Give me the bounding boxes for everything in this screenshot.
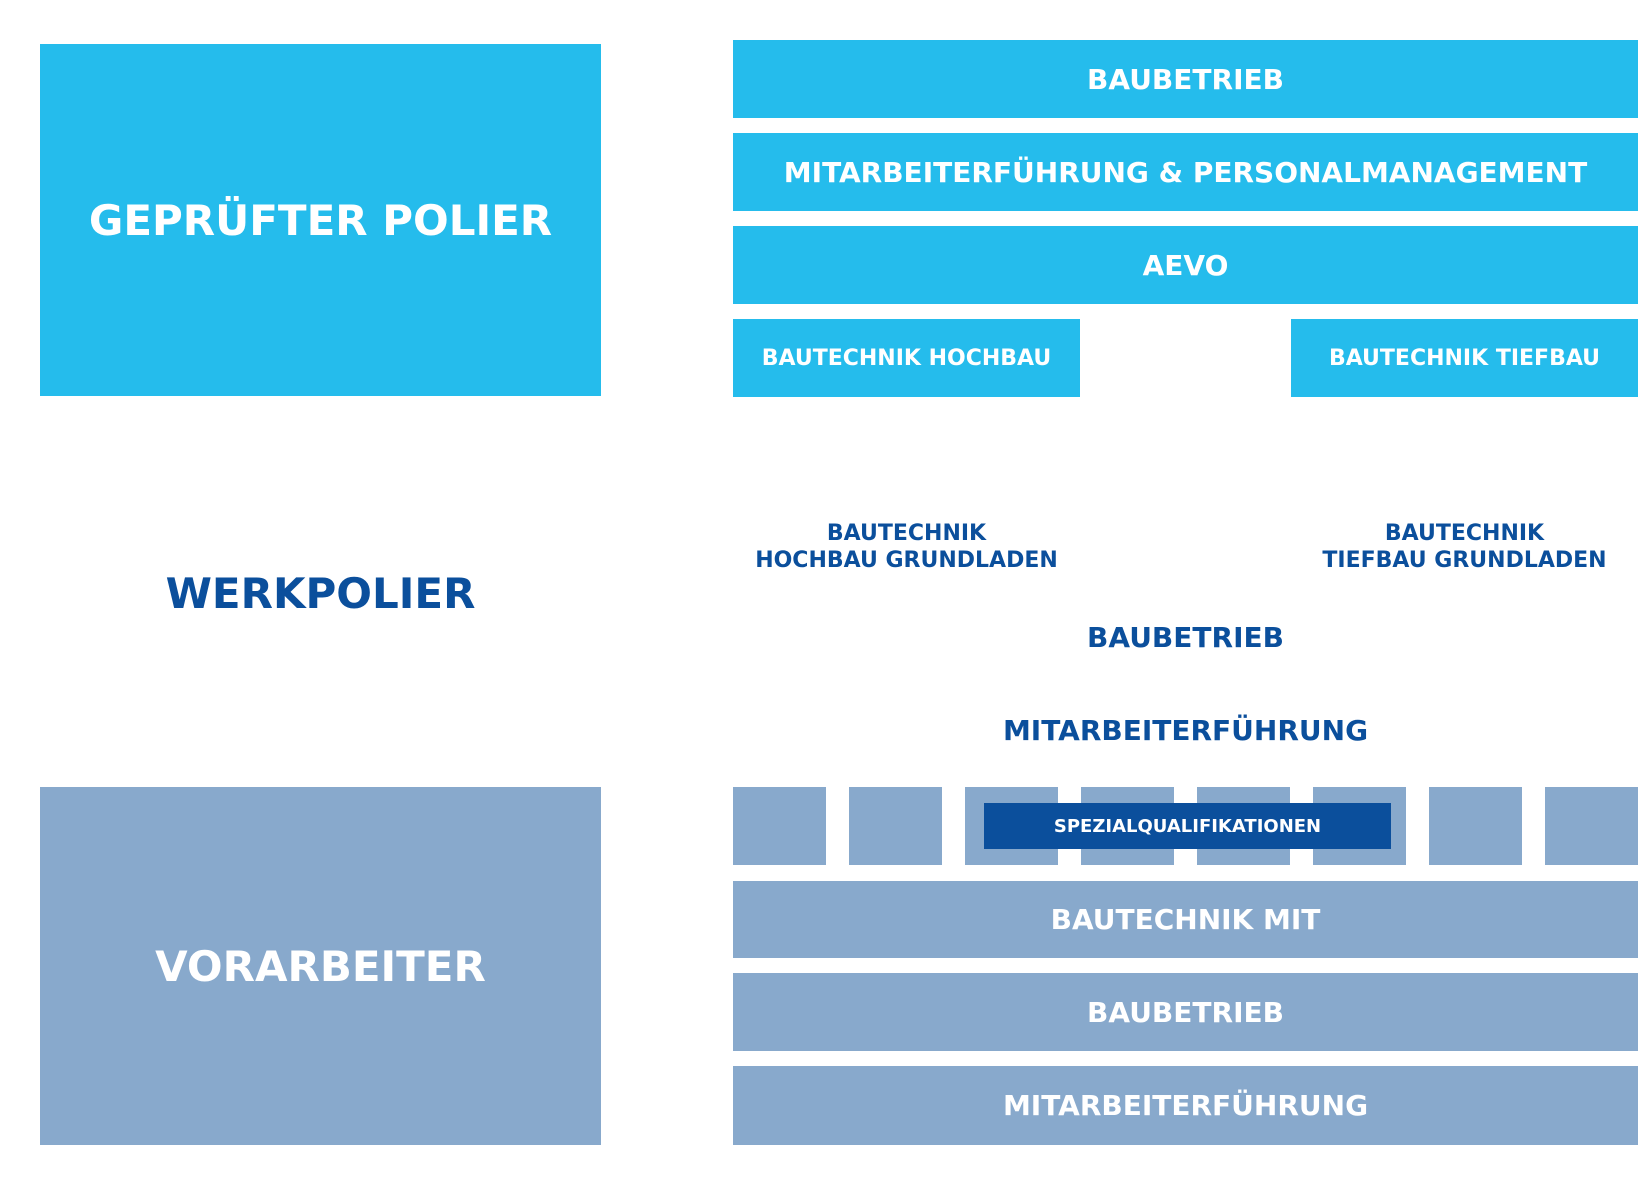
- module-werkpolier-mitarbeiterfuehrung: MITARBEITERFÜHRUNG: [1002, 713, 1369, 747]
- module-polier-bautechnik-hochbau: BAUTECHNIK HOCHBAU: [733, 319, 1080, 397]
- module-vorarbeiter-baubetrieb: BAUBETRIEB: [733, 973, 1638, 1051]
- module-polier-bautechnik-tiefbau: BAUTECHNIK TIEFBAU: [1291, 319, 1638, 397]
- module-werkpolier-hochbau-line1: BAUTECHNIK: [826, 521, 987, 546]
- module-polier-baubetrieb: BAUBETRIEB: [733, 40, 1638, 118]
- module-vorarbeiter-mitarbeiterfuehrung: MITARBEITERFÜHRUNG: [733, 1066, 1638, 1145]
- spezial-tile: [733, 787, 826, 865]
- spezial-tile: [849, 787, 942, 865]
- module-werkpolier-tiefbau-line2: TIEFBAU GRUNDLADEN: [1322, 548, 1607, 573]
- level-gepruefter-polier: GEPRÜFTER POLIER: [40, 44, 601, 396]
- module-werkpolier-tiefbau-line1: BAUTECHNIK: [1384, 521, 1545, 546]
- level-werkpolier: WERKPOLIER: [165, 568, 476, 618]
- module-werkpolier-bautechnik-hochbau: BAUTECHNIK HOCHBAU GRUNDLADEN: [733, 517, 1080, 577]
- level-vorarbeiter: VORARBEITER: [40, 787, 601, 1145]
- module-spezialqualifikationen: SPEZIALQUALIFIKATIONEN: [984, 803, 1391, 849]
- module-werkpolier-hochbau-line2: HOCHBAU GRUNDLADEN: [755, 548, 1058, 573]
- module-werkpolier-bautechnik-tiefbau: BAUTECHNIK TIEFBAU GRUNDLADEN: [1291, 517, 1638, 577]
- module-polier-aevo: AEVO: [733, 226, 1638, 304]
- module-polier-mitarbeiterfuehrung: MITARBEITERFÜHRUNG & PERSONALMANAGEMENT: [733, 133, 1638, 211]
- spezial-tile: [1545, 787, 1638, 865]
- module-vorarbeiter-bautechnik: BAUTECHNIK MIT: [733, 881, 1638, 958]
- spezial-tile: [1429, 787, 1522, 865]
- module-werkpolier-baubetrieb: BAUBETRIEB: [1087, 620, 1284, 654]
